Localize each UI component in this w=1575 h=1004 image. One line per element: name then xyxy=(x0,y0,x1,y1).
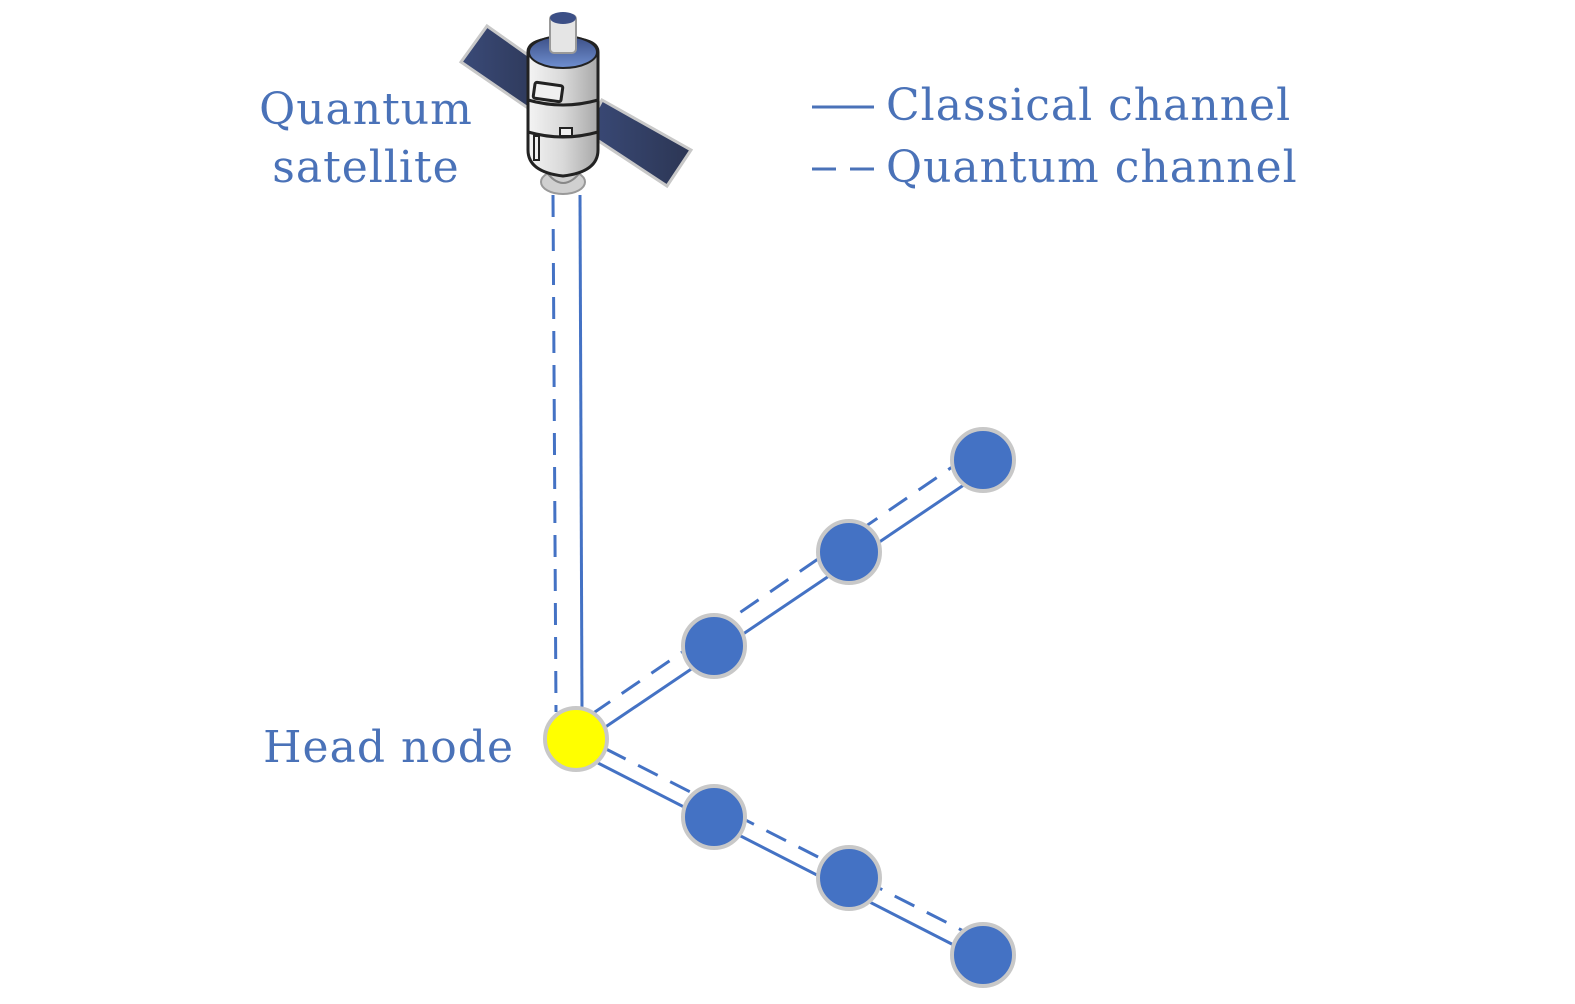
node-l2 xyxy=(816,845,882,911)
network-nodes xyxy=(543,427,1016,988)
satellite-label-line2: satellite xyxy=(272,142,459,193)
upper-branch-channels xyxy=(591,461,984,734)
legend-classical-label: Classical channel xyxy=(886,80,1291,131)
node-u1 xyxy=(681,613,747,679)
upper-quantum-channel xyxy=(591,461,959,716)
satellite-label-line1: Quantum xyxy=(259,84,473,135)
uplink-classical-channel xyxy=(578,194,584,713)
head-node xyxy=(543,706,609,772)
legend-quantum-label: Quantum channel xyxy=(886,142,1298,193)
uplink-channels xyxy=(551,194,584,713)
node-u2 xyxy=(816,519,882,585)
node-l1 xyxy=(681,784,747,850)
uplink-quantum-channel xyxy=(551,194,558,713)
head-node-label: Head node xyxy=(263,722,514,773)
upper-classical-channel xyxy=(597,470,984,734)
lower-branch-channels xyxy=(597,747,986,962)
satellite-icon xyxy=(458,12,694,195)
right-solar-panel xyxy=(583,97,694,189)
node-l3 xyxy=(950,922,1016,988)
lower-classical-channel xyxy=(597,761,984,962)
lower-quantum-channel xyxy=(605,747,986,944)
node-u3 xyxy=(950,427,1016,493)
legend: Classical channel Quantum channel xyxy=(812,80,1298,193)
